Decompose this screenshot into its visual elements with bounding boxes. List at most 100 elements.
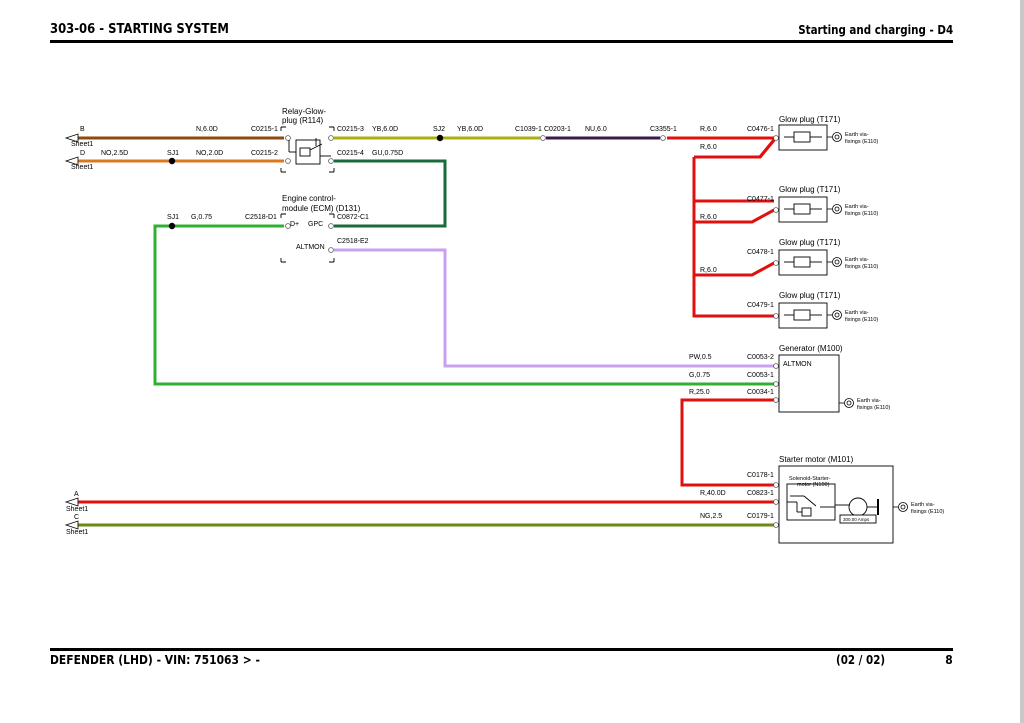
wire-label: NU,6.0 [585, 126, 607, 133]
connector-pin [328, 247, 334, 253]
splice-label: SJ1 [167, 150, 179, 157]
offsheet-sheet: Sheet1 [71, 141, 93, 148]
earth-label: Earth via- [857, 398, 881, 404]
wire-r6-chain [692, 208, 775, 318]
connector-pin [773, 135, 779, 141]
splice-sj1-d [168, 157, 176, 165]
earth-label: Earth via- [845, 132, 869, 138]
ecm-name: module (ECM) (D131) [282, 204, 361, 213]
page-edge [1020, 0, 1024, 723]
offsheet-sheet: Sheet1 [71, 164, 93, 171]
connector-pin [773, 499, 779, 505]
wire-label: R,6.0 [700, 267, 717, 274]
starter-name: Starter motor (M101) [779, 455, 854, 464]
earth-label: Earth via- [845, 257, 869, 263]
splice-label: SJ2 [433, 126, 445, 133]
connector-label: C0034-1 [747, 389, 774, 396]
splice-label: SJ1 [167, 214, 179, 221]
connector-label: C0203-1 [544, 126, 571, 133]
generator-pin-label: ALTMON [783, 361, 812, 368]
earth-icon [827, 204, 842, 214]
starter-motor-component [778, 465, 894, 544]
earth-label: fixings (E110) [845, 317, 878, 323]
offsheet-letter: D [80, 150, 85, 157]
glow-plug-name: Glow plug (T171) [779, 115, 841, 124]
connector-label: C1039-1 [515, 126, 542, 133]
offsheet-arrow-a [64, 497, 79, 507]
wire-label: GU,0.75D [372, 150, 403, 157]
wire-pw [334, 248, 774, 368]
footer-sheet-count: (02 / 02) [836, 653, 886, 667]
footer-rule [50, 648, 953, 651]
footer-page-number: 8 [945, 652, 953, 667]
wire-label: NO,2.5D [101, 150, 128, 157]
connector-label: C0215-4 [337, 150, 364, 157]
earth-label: fixings (E110) [845, 264, 878, 270]
section-title: Starting and charging - D4 [798, 23, 953, 37]
wire-r6-link [692, 139, 776, 222]
starter-current: 300.00 Amps [843, 517, 870, 522]
earth-label: Earth via- [911, 502, 935, 508]
connector-label: C0478-1 [747, 249, 774, 256]
relay-glow-plug-component [280, 126, 335, 173]
connector-pin [773, 522, 779, 528]
connector-pin [773, 397, 779, 403]
wire-label: R,25.0 [689, 389, 710, 396]
ecm-name: Engine control- [282, 194, 336, 203]
wire-label: PW,0.5 [689, 354, 712, 361]
earth-label: fixings (E110) [845, 139, 878, 145]
connector-pin [773, 207, 779, 213]
offsheet-arrow-d [64, 156, 79, 166]
wire-gu [334, 159, 447, 228]
connector-pin [773, 363, 779, 369]
connector-label: C0053-2 [747, 354, 774, 361]
earth-symbols [827, 132, 908, 512]
connector-pin [328, 135, 334, 141]
solenoid-name: Solenoid-Starter- [789, 476, 831, 482]
earth-icon [827, 132, 842, 142]
splice-sj2 [436, 134, 444, 142]
wire-label: R,6.0 [700, 144, 717, 151]
connector-label: C2518-D1 [245, 214, 277, 221]
connector-pin [773, 313, 779, 319]
splice-sj1-g [168, 222, 176, 230]
wire-label: N,6.0D [196, 126, 218, 133]
connector-pin [660, 135, 666, 141]
ecm-pin-label: ALTMON [296, 244, 325, 251]
earth-icon [839, 398, 854, 408]
glow-plug-name: Glow plug (T171) [779, 185, 841, 194]
earth-label: Earth via- [845, 204, 869, 210]
earth-label: fixings (E110) [845, 211, 878, 217]
solenoid-name: motor (N100) [797, 482, 830, 488]
generator-box [778, 354, 840, 413]
offsheet-letter: B [80, 126, 85, 133]
connector-label: C0215-2 [251, 150, 278, 157]
earth-label: Earth via- [845, 310, 869, 316]
glow-plug-name: Glow plug (T171) [779, 238, 841, 247]
wire-g075 [153, 224, 774, 386]
generator-name: Generator (M100) [779, 344, 843, 353]
connector-label: C0053-1 [747, 372, 774, 379]
connector-pin [285, 158, 291, 164]
earth-icon [827, 310, 842, 320]
offsheet-arrows [64, 133, 79, 530]
connector-label: C0476-1 [747, 126, 774, 133]
wires [78, 136, 776, 527]
connector-label: C3355-1 [650, 126, 677, 133]
earth-label: fixings (E110) [911, 509, 944, 515]
wire-r25 [680, 398, 774, 487]
glow-plug-boxes [778, 124, 828, 329]
offsheet-arrow-c [64, 520, 79, 530]
connector-label: C0178-1 [747, 472, 774, 479]
ecm-component [280, 213, 335, 263]
wire-label: YB,6.0D [372, 126, 398, 133]
wire-label: R,40.0D [700, 490, 726, 497]
connector-label: C0479-1 [747, 302, 774, 309]
wire-label: R,6.0 [700, 126, 717, 133]
wire-label: R,6.0 [700, 214, 717, 221]
page-title: 303-06 - STARTING SYSTEM [50, 21, 229, 37]
footer-vehicle: DEFENDER (LHD) - VIN: 751063 > - [50, 652, 260, 667]
relay-name: Relay-Glow- [282, 107, 326, 116]
connector-pin [773, 260, 779, 266]
connector-pin [328, 223, 334, 229]
